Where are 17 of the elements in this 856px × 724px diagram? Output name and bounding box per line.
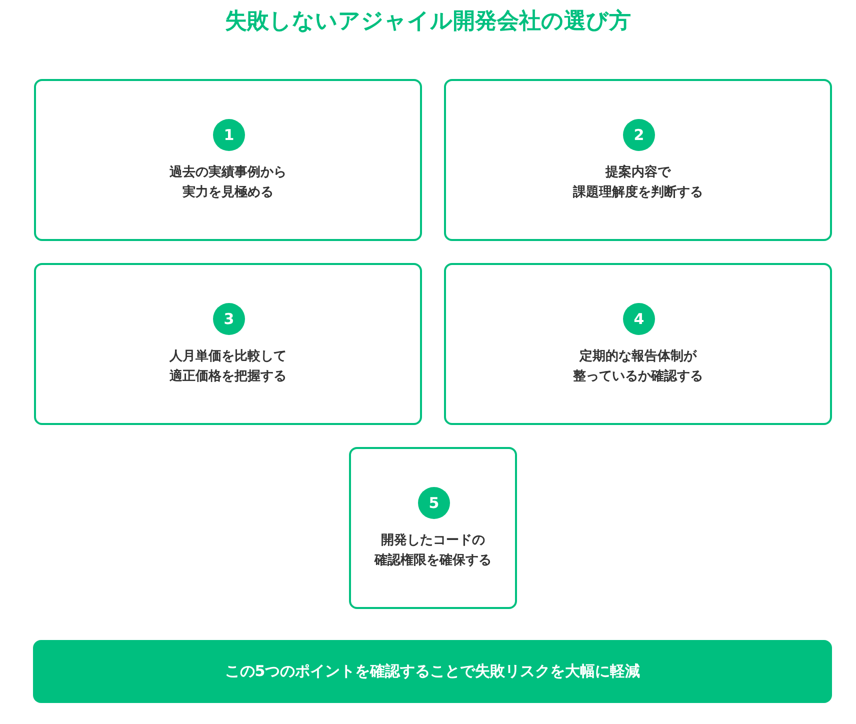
- page-title: 失敗しないアジャイル開発会社の選び方: [224, 8, 632, 36]
- step-card: [444, 79, 832, 241]
- step-number: 1: [213, 119, 245, 151]
- step-number: 4: [623, 303, 655, 335]
- step-text: 過去の実績事例から実力を見極める: [168, 164, 288, 202]
- step-card: [34, 263, 422, 425]
- step-text: 人月単価を比較して適正価格を把握する: [168, 348, 288, 386]
- step-number: 3: [213, 303, 245, 335]
- step-card: [444, 263, 832, 425]
- summary-banner: この5つのポイントを確認することで失敗リスクを大幅に軽減: [33, 640, 832, 703]
- step-number: 2: [623, 119, 655, 151]
- step-text: 提案内容で課題理解度を判断する: [572, 164, 704, 202]
- step-text: 開発したコードの確認権限を確保する: [373, 532, 492, 570]
- step-text: 定期的な報告体制が整っているか確認する: [572, 348, 704, 386]
- step-card: [34, 79, 422, 241]
- step-card: [349, 447, 517, 609]
- step-number: 5: [418, 487, 450, 519]
